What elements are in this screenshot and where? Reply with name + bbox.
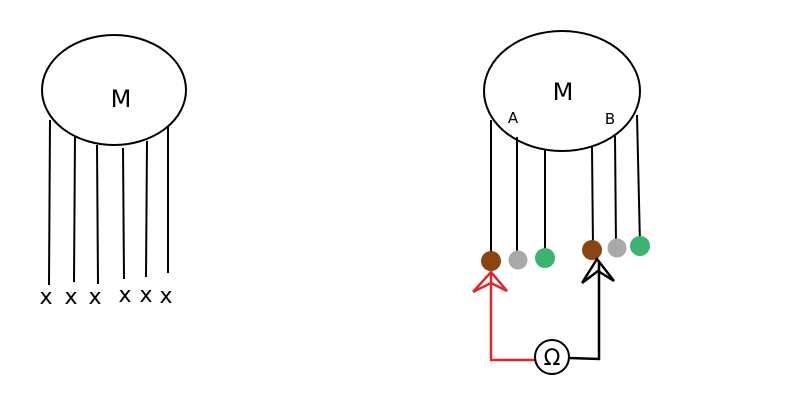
right-motor-body	[483, 30, 641, 152]
red-probe-lead	[472, 270, 535, 362]
left-motor-label: M	[111, 85, 132, 113]
terminal-brown-a[interactable]	[481, 251, 501, 271]
terminal-green-b[interactable]	[630, 236, 650, 256]
ohmmeter	[534, 339, 570, 375]
terminal-gray-a[interactable]	[508, 250, 528, 270]
left-motor-body	[41, 34, 187, 146]
right-wire-5	[614, 135, 617, 247]
ohm-symbol-icon: Ω	[544, 346, 561, 371]
left-wire-4	[122, 147, 125, 280]
terminal-green-a[interactable]	[535, 248, 555, 268]
right-motor-label: M	[553, 78, 574, 106]
terminal-gray-b[interactable]	[607, 238, 627, 258]
terminal-x: x	[159, 284, 172, 309]
terminal-x: x	[118, 283, 131, 308]
black-arrow-icon	[580, 256, 615, 284]
terminal-x: x	[88, 285, 101, 310]
terminal-label-b: B	[605, 110, 615, 128]
terminal-label-a: A	[508, 109, 519, 127]
right-wire-4	[591, 146, 594, 249]
right-wire-6	[636, 114, 641, 245]
left-wire-5	[145, 140, 148, 278]
terminal-x: x	[139, 283, 152, 308]
left-wire-1	[48, 119, 51, 286]
left-wire-3	[96, 144, 99, 285]
left-terminals: x x x x x x	[39, 283, 172, 310]
red-arrow-icon	[472, 270, 508, 294]
terminal-brown-b[interactable]	[582, 240, 602, 260]
left-wire-2	[73, 135, 76, 283]
black-probe-lead	[568, 256, 615, 361]
terminal-x: x	[64, 285, 77, 310]
right-motor	[483, 30, 641, 258]
left-motor	[41, 34, 187, 286]
terminal-x: x	[39, 285, 52, 310]
